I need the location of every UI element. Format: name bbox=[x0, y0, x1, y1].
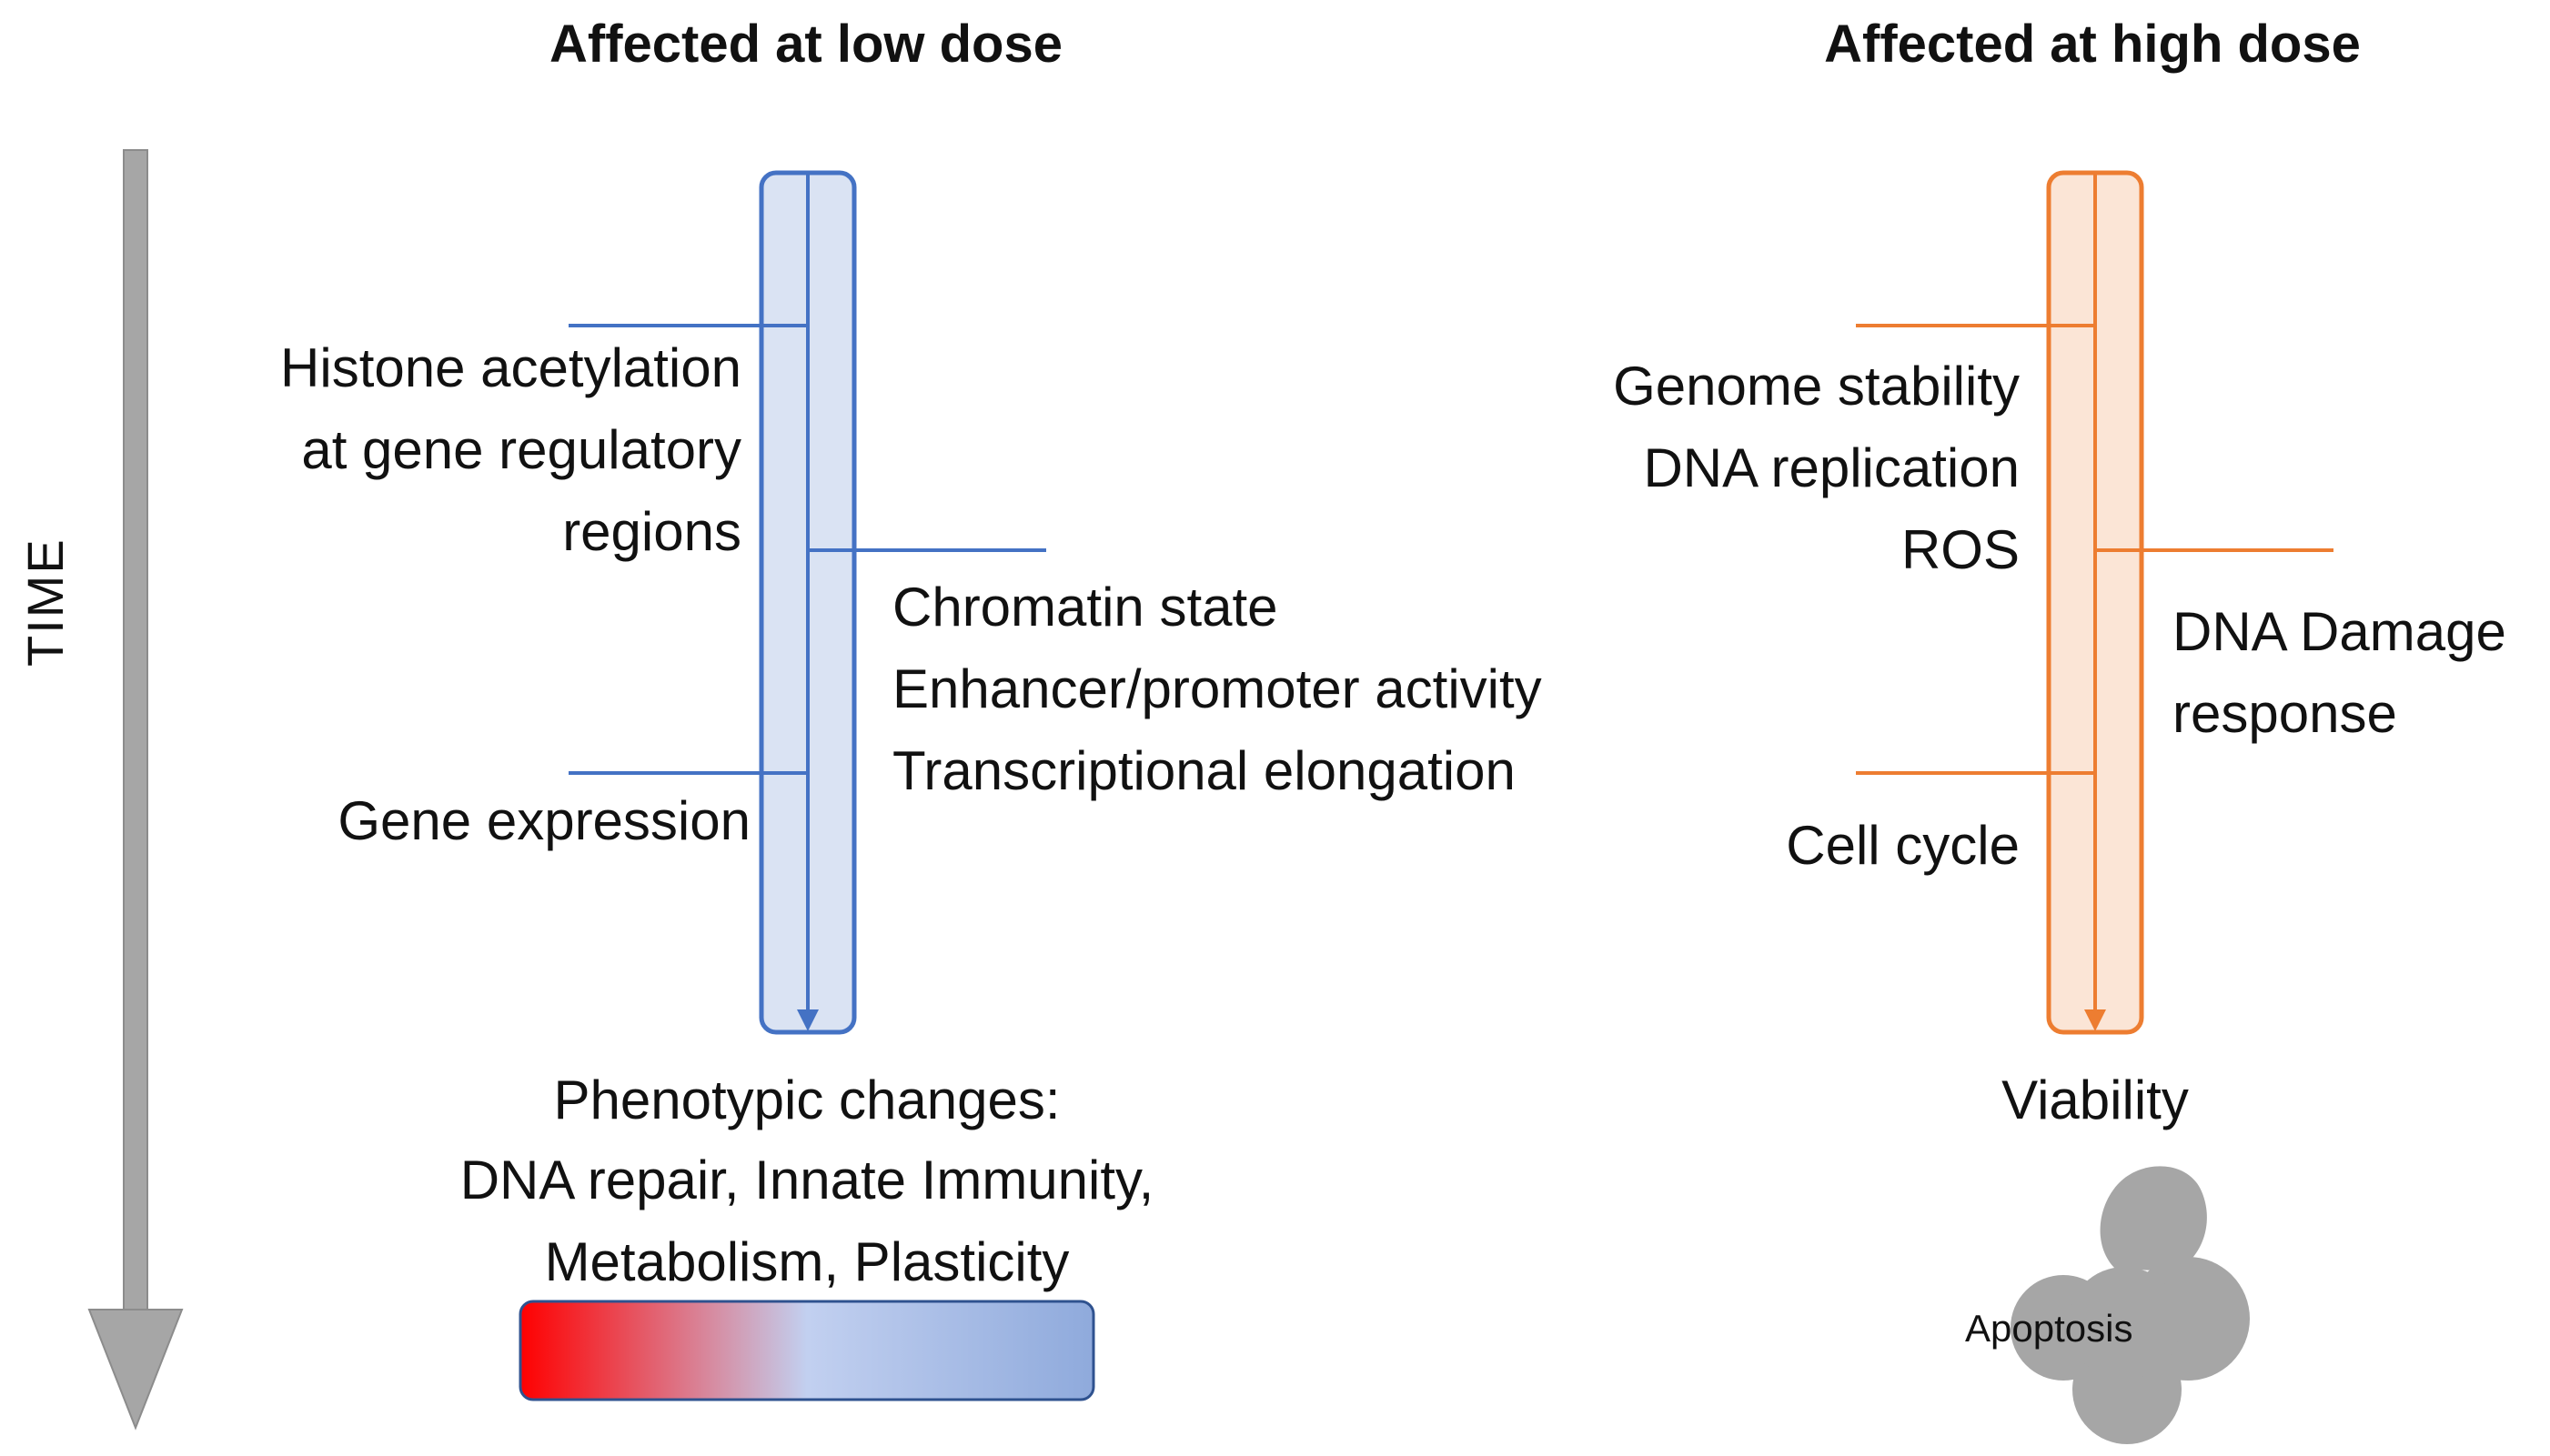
high-dose-heading: Affected at high dose bbox=[1824, 15, 2361, 74]
label-histone-line2: at gene regulatory bbox=[301, 419, 741, 480]
low-dose-arrowhead bbox=[797, 1009, 819, 1031]
high-dose-timeline bbox=[1856, 170, 2333, 1035]
label-chromatin-line3: Transcriptional elongation bbox=[892, 740, 1516, 801]
label-dna-damage-line2: response bbox=[2172, 683, 2397, 744]
label-chromatin-line1: Chromatin state bbox=[892, 577, 1278, 638]
apoptosis-cells-icon bbox=[2011, 1166, 2250, 1444]
apoptosis-label: Apoptosis bbox=[1965, 1307, 2133, 1350]
low-dose-timeline bbox=[569, 170, 1046, 1035]
label-genome-line1: Genome stability bbox=[1613, 356, 2020, 417]
label-histone-line3: regions bbox=[562, 501, 741, 562]
label-histone-line1: Histone acetylation bbox=[280, 337, 741, 398]
apoptotic-bleb-center bbox=[2068, 1267, 2181, 1380]
phenotype-gradient-bar bbox=[519, 1300, 1095, 1401]
label-dna-damage-line1: DNA Damage bbox=[2172, 601, 2506, 662]
label-chromatin-line2: Enhancer/promoter activity bbox=[892, 658, 1542, 719]
viability-title: Viability bbox=[2001, 1069, 2189, 1130]
low-dose-heading: Affected at low dose bbox=[549, 15, 1063, 74]
label-genome-line3: ROS bbox=[1900, 519, 2020, 580]
label-gene-expression: Gene expression bbox=[338, 790, 751, 851]
phenotype-line2: Metabolism, Plasticity bbox=[544, 1231, 1070, 1292]
time-arrow-head bbox=[87, 1309, 184, 1431]
phenotype-title: Phenotypic changes: bbox=[553, 1069, 1061, 1130]
time-arrow bbox=[87, 149, 184, 1431]
label-genome-line2: DNA replication bbox=[1643, 437, 2020, 498]
phenotype-line1: DNA repair, Innate Immunity, bbox=[459, 1150, 1154, 1210]
time-axis-label: TIME bbox=[16, 537, 74, 667]
high-dose-arrowhead bbox=[2084, 1009, 2106, 1031]
apoptotic-bleb-top bbox=[2100, 1166, 2207, 1271]
time-arrow-shaft bbox=[123, 149, 148, 1315]
label-cell-cycle: Cell cycle bbox=[1786, 815, 2020, 876]
